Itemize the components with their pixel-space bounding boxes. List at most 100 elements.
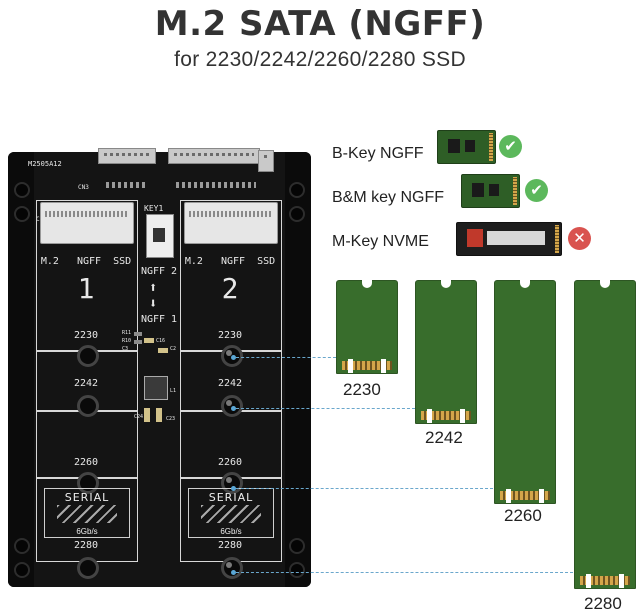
connector-dot: [231, 406, 236, 411]
nvme-label-sticker: [487, 231, 545, 245]
ssd-card-2260: [494, 280, 556, 504]
ssd-card-2230: [336, 280, 398, 374]
page-title: M.2 SATA (NGFF): [154, 4, 486, 44]
gold-fingers: [513, 177, 517, 205]
size-label-2242: 2242: [425, 428, 463, 447]
connector-dot: [231, 570, 236, 575]
connector-dot: [231, 486, 236, 491]
ssd-chip: [472, 183, 484, 197]
m2-slot-1: [40, 202, 134, 244]
sata-logo-mark: [201, 505, 261, 523]
slot-1-mark-2280: 2280: [73, 540, 99, 551]
key-label-b: B-Key NGFF: [332, 145, 424, 162]
capacitor: [156, 408, 162, 422]
mount-hole: [14, 206, 30, 222]
m2-slot-2: [184, 202, 278, 244]
sata-latch: [258, 150, 274, 172]
component-label: C24: [134, 414, 144, 420]
component-label: C2: [170, 346, 177, 352]
slot-2-number: 2: [221, 272, 239, 305]
board-rail-left: [8, 152, 34, 587]
connector-line-2242: [236, 408, 415, 409]
component-label: L1: [170, 388, 177, 394]
switch-bottom-label: NGFF 1: [140, 314, 178, 325]
mount-hole: [14, 538, 30, 554]
mount-hole: [289, 538, 305, 554]
key-notch: [539, 489, 544, 503]
bm-key-ssd-image: [461, 174, 520, 208]
component-label: R10: [122, 338, 132, 344]
mount-hole: [14, 562, 30, 578]
sata-logo-mark: [57, 505, 117, 523]
mount-hole: [14, 182, 30, 198]
arrow-down-icon: ⬇: [149, 296, 158, 312]
board-rail-right: [285, 152, 311, 587]
key-label-m: M-Key NVME: [332, 233, 429, 250]
capacitor: [144, 338, 154, 343]
mount-hole: [289, 206, 305, 222]
ssd-card-2242: [415, 280, 477, 424]
card-notch: [362, 280, 372, 288]
cn3-label: CN3: [78, 184, 89, 191]
card-notch: [600, 280, 610, 288]
standoff-hole: [221, 395, 243, 417]
standoff-hole: [77, 395, 99, 417]
component-label: R11: [122, 330, 132, 336]
slot-1-header: M.2 NGFF SSD: [40, 256, 132, 267]
mount-hole: [289, 562, 305, 578]
serial-logo-text: SERIAL: [208, 491, 254, 504]
card-notch: [520, 280, 530, 288]
sata-data-connector: [168, 148, 260, 164]
size-label-2230: 2230: [343, 380, 381, 399]
gold-fingers: [580, 576, 630, 585]
switch-label: KEY1: [144, 204, 164, 213]
connector-pins: [176, 182, 256, 188]
page-subtitle: for 2230/2242/2260/2280 SSD: [174, 48, 466, 71]
standoff-hole: [77, 345, 99, 367]
adapter-board: M2505A12 CN3 CN1 M.2 NGFF SSD 1 2230 224…: [8, 148, 311, 587]
key-notch: [381, 359, 386, 373]
key-notch: [460, 409, 465, 423]
component-label: C23: [166, 416, 176, 422]
board-model-text: M2505A12: [28, 160, 62, 168]
slot-1-mark-2242: 2242: [73, 378, 99, 389]
power-ic: [144, 376, 168, 400]
ssd-chip: [489, 184, 499, 196]
key-notch: [427, 409, 432, 423]
gold-fingers: [500, 491, 550, 500]
gold-fingers: [555, 225, 559, 253]
connector-line-2230: [236, 357, 336, 358]
standoff-hole: [221, 557, 243, 579]
connector-pins: [106, 182, 146, 188]
slot-1-mark-2230: 2230: [73, 330, 99, 341]
check-icon: ✔: [499, 135, 522, 158]
gold-fingers: [342, 361, 392, 370]
switch-top-label: NGFF 2: [140, 266, 178, 277]
ssd-chip: [448, 139, 460, 153]
slot-2-mark-2280: 2280: [217, 540, 243, 551]
serial-speed-text: 6Gb/s: [220, 527, 242, 536]
connector-line-2280: [236, 572, 573, 573]
arrow-up-icon: ⬆: [149, 280, 158, 296]
switch-knob: [153, 228, 165, 242]
slot-2-mark-2230: 2230: [217, 330, 243, 341]
check-icon: ✔: [525, 179, 548, 202]
slot-2-header: M.2 NGFF SSD: [184, 256, 276, 267]
card-notch: [441, 280, 451, 288]
connector-line-2260: [236, 488, 493, 489]
key-notch: [506, 489, 511, 503]
serial-ata-logo: SERIAL 6Gb/s: [44, 488, 130, 538]
connector-dot: [231, 355, 236, 360]
key-label-bm: B&M key NGFF: [332, 189, 445, 206]
nvme-label-red: [467, 229, 483, 247]
slot-2-mark-2260: 2260: [217, 457, 243, 468]
capacitor: [144, 408, 150, 422]
b-key-ssd-image: [437, 130, 496, 164]
cross-icon: ✕: [568, 227, 591, 250]
size-label-2260: 2260: [504, 506, 542, 525]
serial-speed-text: 6Gb/s: [76, 527, 98, 536]
slot-2-mark-2242: 2242: [217, 378, 243, 389]
component-label: C3: [122, 346, 129, 352]
serial-ata-logo: SERIAL 6Gb/s: [188, 488, 274, 538]
component-label: C16: [156, 338, 166, 344]
